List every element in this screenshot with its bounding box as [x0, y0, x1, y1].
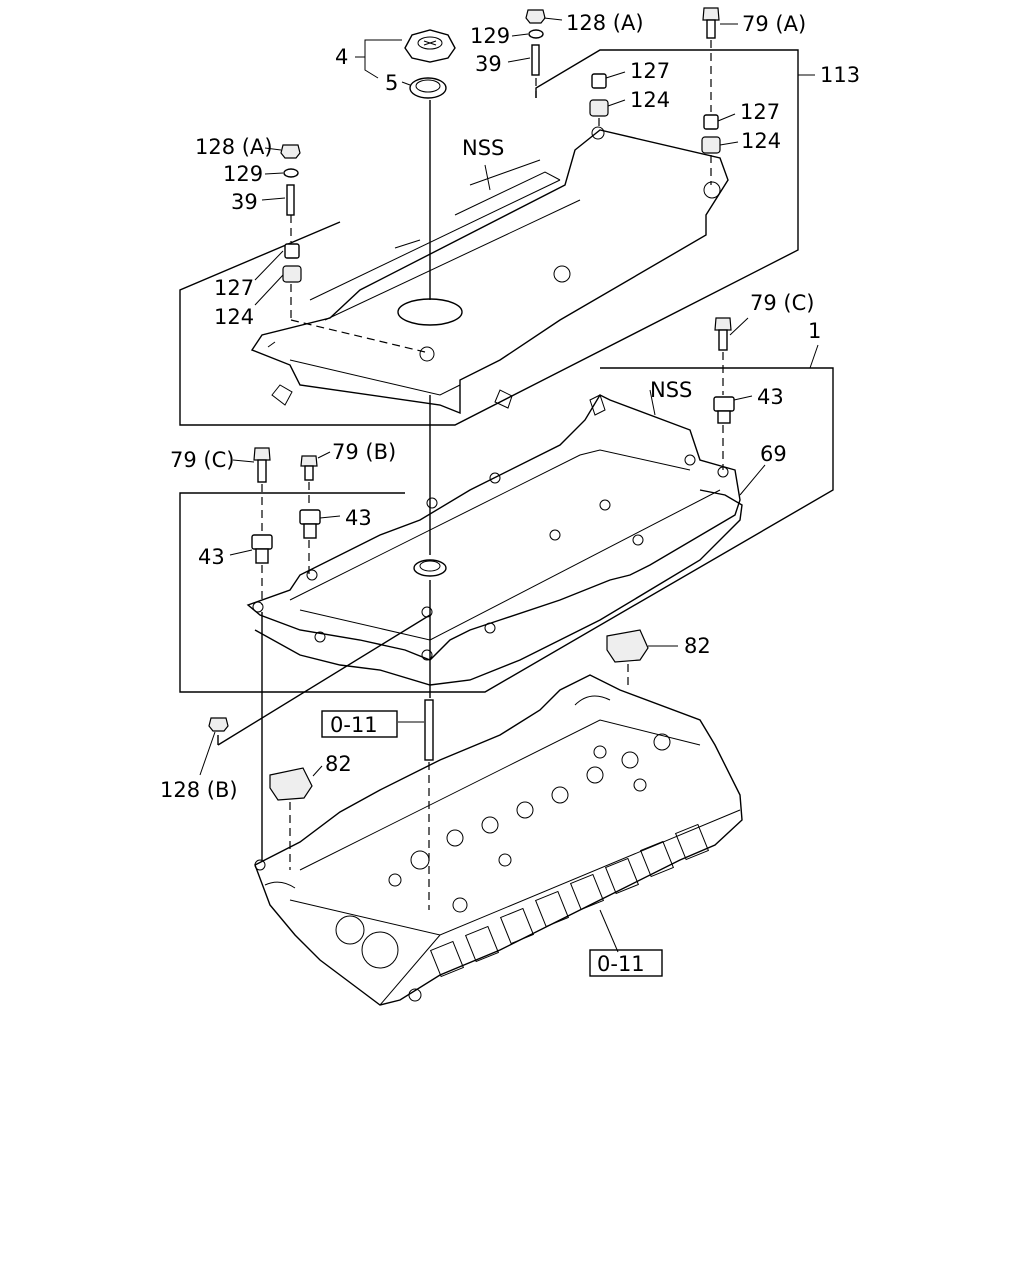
upper-engine-cover	[250, 126, 729, 415]
ref-box-top-label: 0-11	[330, 713, 378, 737]
label-stud-39-top: 39	[475, 52, 502, 76]
bolt-79a	[702, 7, 720, 39]
stud-39-top	[531, 44, 540, 76]
bolt-79c-right	[714, 317, 732, 351]
oil-cap-gasket	[409, 77, 447, 99]
nut-128a-left	[280, 144, 301, 159]
label-grommet-124-b: 124	[741, 129, 781, 153]
head-stud	[424, 699, 434, 761]
label-grommet-43-right: 43	[757, 385, 784, 409]
label-washer-129-top: 129	[470, 24, 510, 48]
grommet-43-left	[251, 534, 273, 564]
label-bolt-79b: 79 (B)	[332, 440, 396, 464]
label-bolt-79a: 79 (A)	[742, 12, 806, 36]
label-head-cover-assy-1: 1	[808, 319, 821, 343]
label-stud-39-left: 39	[231, 190, 258, 214]
label-gasket-69: 69	[760, 442, 787, 466]
label-bolt-79c-right: 79 (C)	[750, 291, 814, 315]
washer-129-left	[283, 168, 299, 178]
grommet-124-b	[701, 136, 721, 154]
ref-box-bottom[interactable]: 0-11	[589, 949, 663, 977]
label-nss-upper: NSS	[462, 136, 504, 160]
label-grommet-43-mid: 43	[345, 506, 372, 530]
label-cap-gasket: 5	[385, 71, 398, 95]
label-grommet-43-left: 43	[198, 545, 225, 569]
camshaft-cap-82-right	[606, 629, 649, 663]
lower-head-cover	[246, 394, 741, 661]
label-nss-lower: NSS	[650, 378, 692, 402]
ref-box-bottom-label: 0-11	[597, 952, 645, 976]
label-bolt-79c-left: 79 (C)	[170, 448, 234, 472]
label-oil-cap: 4	[335, 45, 348, 69]
bolt-79b	[300, 455, 318, 481]
label-spacer-127-b: 127	[740, 100, 780, 124]
cylinder-head	[254, 674, 743, 1006]
label-washer-129-left: 129	[223, 162, 263, 186]
grommet-43-right	[713, 396, 735, 424]
grommet-124-a	[589, 99, 609, 117]
cover-assembly-group-outline	[179, 49, 799, 426]
stud-39-left	[286, 184, 295, 216]
label-cover-assy-113: 113	[820, 63, 860, 87]
label-grommet-124-left: 124	[214, 305, 254, 329]
label-nut-128a-left: 128 (A)	[195, 135, 273, 159]
label-spacer-127-left: 127	[214, 276, 254, 300]
oil-filler-cap	[404, 29, 456, 63]
washer-129-top	[528, 29, 544, 39]
nut-128b	[208, 717, 229, 732]
label-grommet-124-a: 124	[630, 88, 670, 112]
head-cover-group-outline	[179, 367, 834, 693]
camshaft-cap-82-left	[269, 767, 313, 801]
ref-box-top[interactable]: 0-11	[321, 710, 398, 738]
spacer-127-left	[284, 243, 300, 259]
spacer-127-b	[703, 114, 719, 130]
spacer-127-a	[591, 73, 607, 89]
label-nut-128b: 128 (B)	[160, 778, 238, 802]
nut-128a-top	[525, 9, 546, 24]
alignment-lines	[199, 17, 819, 953]
label-cap-82-left: 82	[325, 752, 352, 776]
head-cover-gasket	[254, 489, 743, 686]
label-spacer-127-a: 127	[630, 59, 670, 83]
label-cap-82-right: 82	[684, 634, 711, 658]
grommet-43-mid	[299, 509, 321, 539]
grommet-124-left	[282, 265, 302, 283]
label-nut-128a-top: 128 (A)	[566, 11, 644, 35]
bolt-79c-left	[253, 447, 271, 483]
